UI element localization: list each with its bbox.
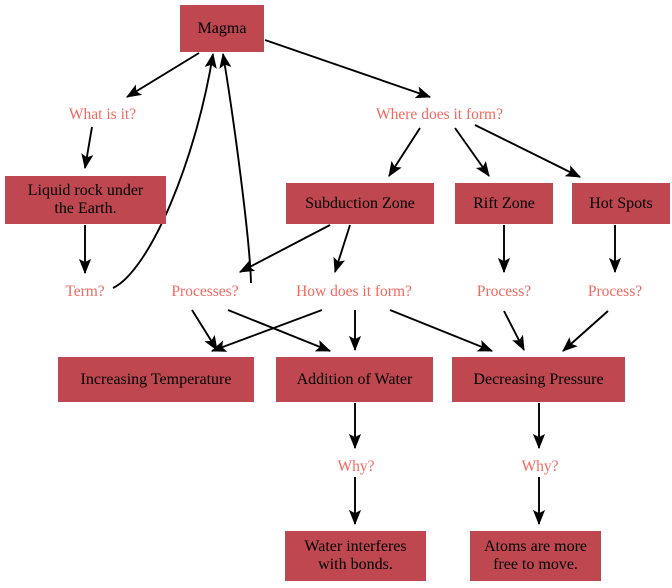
- edge-magma-to-where-form: [264, 39, 432, 99]
- edge-label-text: Process?: [587, 283, 643, 300]
- edge-label-process_hot: Process?: [577, 281, 653, 303]
- node-atoms[interactable]: Atoms are more free to move.: [470, 531, 601, 581]
- edge-label-what_is_it: What is it?: [52, 104, 153, 126]
- node-label: Magma: [197, 19, 247, 37]
- edge-label-how_form: How does it form?: [283, 281, 425, 303]
- edge-label-text: Why?: [337, 458, 375, 475]
- edge-label-why_water: Why?: [331, 456, 381, 478]
- edge-process-rift-to-pressure: [503, 310, 525, 352]
- node-liquid_rock[interactable]: Liquid rock under the Earth.: [5, 176, 166, 224]
- node-magma[interactable]: Magma: [180, 5, 264, 52]
- edge-process-hot-to-pressure: [562, 310, 609, 352]
- node-temperature[interactable]: Increasing Temperature: [58, 357, 254, 402]
- node-rift[interactable]: Rift Zone: [455, 183, 553, 224]
- edge-label-text: Processes?: [171, 283, 239, 300]
- edge-label-text: Where does it form?: [376, 106, 503, 123]
- node-water[interactable]: Addition of Water: [276, 357, 433, 402]
- edge-where-form-to-hotspots: [474, 124, 582, 178]
- node-label: Rift Zone: [473, 194, 535, 212]
- edge-label-why_pressure: Why?: [515, 456, 565, 478]
- edge-label-text: Term?: [65, 283, 105, 300]
- edge-label-text: How does it form?: [296, 283, 412, 300]
- edge-where-form-to-subduction: [388, 127, 421, 177]
- node-hotspots[interactable]: Hot Spots: [572, 183, 670, 224]
- edge-processes-to-magma: [219, 52, 252, 284]
- node-label: Hot Spots: [589, 194, 653, 212]
- edge-label-term: Term?: [56, 281, 114, 303]
- edge-magma-to-what-is-it: [126, 52, 200, 98]
- edge-subduction-to-how-form: [333, 224, 351, 274]
- edge-label-processes: Processes?: [160, 281, 250, 303]
- node-label: Subduction Zone: [305, 194, 415, 212]
- node-subduction[interactable]: Subduction Zone: [286, 183, 434, 224]
- node-label: Water interferes with bonds.: [304, 538, 407, 573]
- edge-label-process_rift: Process?: [466, 281, 542, 303]
- edge-term-to-magma: [112, 52, 217, 289]
- edge-where-form-to-rift: [454, 127, 490, 177]
- edge-how-form-to-temperature: [210, 309, 323, 352]
- edge-subduction-to-processes: [238, 224, 331, 273]
- edge-what-is-it-to-liquid-rock: [81, 126, 94, 170]
- node-pressure[interactable]: Decreasing Pressure: [452, 357, 625, 402]
- node-bonds[interactable]: Water interferes with bonds.: [285, 531, 426, 581]
- edge-processes-to-water: [227, 309, 332, 352]
- node-label: Addition of Water: [296, 370, 413, 388]
- edge-label-text: What is it?: [68, 106, 137, 123]
- edge-how-form-to-pressure: [389, 309, 494, 352]
- edge-label-where_form: Where does it form?: [360, 104, 519, 126]
- node-label: Increasing Temperature: [80, 370, 232, 388]
- node-label: Atoms are more free to move.: [483, 538, 588, 573]
- edge-label-text: Process?: [476, 283, 532, 300]
- edge-processes-to-temperature: [191, 309, 218, 351]
- node-label: Decreasing Pressure: [473, 370, 604, 388]
- node-label: Liquid rock under the Earth.: [27, 182, 144, 217]
- edge-label-text: Why?: [521, 458, 559, 475]
